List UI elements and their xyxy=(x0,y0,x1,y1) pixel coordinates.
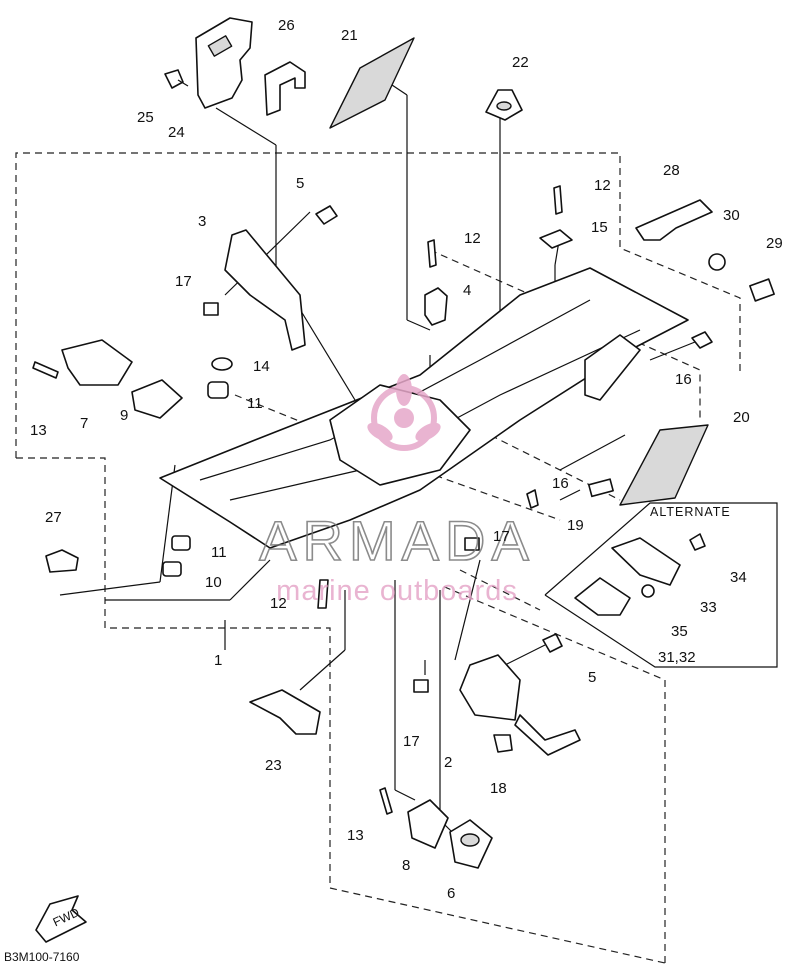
nut-17b xyxy=(464,537,480,551)
watermark-logo-icon xyxy=(367,374,441,451)
callout-34: 34 xyxy=(730,569,747,586)
callout-12b: 12 xyxy=(464,230,481,247)
callout-14: 14 xyxy=(253,358,270,375)
callout-27: 27 xyxy=(45,509,62,526)
screw-12c xyxy=(317,579,329,609)
clip-15 xyxy=(539,229,573,249)
watermark: ARMADA marine outboards xyxy=(258,374,535,607)
pad-21 xyxy=(329,37,415,129)
nut-17c xyxy=(413,679,429,693)
callouts: 26 21 22 25 24 5 3 12 12 28 15 30 29 17 … xyxy=(30,17,783,902)
gasket-9 xyxy=(131,379,183,419)
callout-17a: 17 xyxy=(175,273,192,290)
screw-12b xyxy=(427,239,437,268)
callout-16a: 16 xyxy=(675,371,692,388)
callout-28: 28 xyxy=(663,162,680,179)
callout-30: 30 xyxy=(723,207,740,224)
grommet-14 xyxy=(211,357,233,371)
pad-20 xyxy=(619,424,709,506)
callout-26: 26 xyxy=(278,17,295,34)
diagram-code: B3M100-7160 xyxy=(4,950,80,964)
callout-11b: 11 xyxy=(211,544,227,561)
callout-15: 15 xyxy=(591,219,608,236)
screw-12a xyxy=(553,185,563,215)
watermark-brand: ARMADA xyxy=(259,509,535,572)
callout-25: 25 xyxy=(137,109,154,126)
bracket-plate-24 xyxy=(195,17,253,109)
bolt-18 xyxy=(493,734,513,753)
callout-7: 7 xyxy=(80,415,88,432)
nut-17a xyxy=(203,302,219,316)
bracket-33 xyxy=(611,537,681,586)
callout-10: 10 xyxy=(205,574,222,591)
bushing-11b xyxy=(171,535,191,551)
bracket-3 xyxy=(224,229,306,351)
nut-30 xyxy=(708,253,726,271)
nut-29 xyxy=(749,278,775,302)
callout-9: 9 xyxy=(120,407,128,424)
boundary-lines xyxy=(15,152,741,964)
callout-17c: 17 xyxy=(403,733,420,750)
bracket-3132 xyxy=(574,577,631,616)
grommet-4 xyxy=(424,287,448,326)
callout-24: 24 xyxy=(168,124,185,141)
plate-28 xyxy=(635,199,713,241)
callout-5b: 5 xyxy=(588,669,596,686)
callout-29: 29 xyxy=(766,235,783,252)
grommet-27 xyxy=(45,549,79,573)
bolt-5b xyxy=(542,633,563,653)
screw-13a xyxy=(32,361,59,379)
callout-1: 1 xyxy=(214,652,222,669)
callout-11a: 11 xyxy=(247,395,263,412)
callout-3132: 31,32 xyxy=(658,649,696,666)
callout-20: 20 xyxy=(733,409,750,426)
fwd-arrow-icon xyxy=(35,895,87,943)
callout-4: 4 xyxy=(463,282,471,299)
callout-13a: 13 xyxy=(30,422,47,439)
clip-26 xyxy=(264,61,306,116)
callout-8: 8 xyxy=(402,857,410,874)
callout-23: 23 xyxy=(265,757,282,774)
bushing-10 xyxy=(162,561,182,577)
alternate-label: ALTERNATE xyxy=(650,505,731,519)
callout-21: 21 xyxy=(341,27,358,44)
bolt-5a xyxy=(315,205,338,225)
bolt-25 xyxy=(164,69,184,89)
gasket-8 xyxy=(407,799,449,849)
grip-23 xyxy=(249,689,321,735)
watermark-tagline: marine outboards xyxy=(276,575,518,607)
callout-22: 22 xyxy=(512,54,529,71)
callout-6: 6 xyxy=(447,885,455,902)
callout-17b: 17 xyxy=(493,528,510,545)
bolt-16b xyxy=(526,489,539,509)
callout-12c: 12 xyxy=(270,595,287,612)
callout-3: 3 xyxy=(198,213,206,230)
callout-33: 33 xyxy=(700,599,717,616)
label-19 xyxy=(587,478,614,498)
callout-35: 35 xyxy=(671,623,688,640)
boot-7 xyxy=(61,339,133,386)
parts xyxy=(32,17,775,943)
callout-12a: 12 xyxy=(594,177,611,194)
bolt-16a xyxy=(691,331,713,349)
bolt-34 xyxy=(689,533,706,551)
callout-2: 2 xyxy=(444,754,452,771)
callout-18: 18 xyxy=(490,780,507,797)
nut-35 xyxy=(641,584,655,598)
bushing-11a xyxy=(207,381,229,399)
callout-16b: 16 xyxy=(552,475,569,492)
callout-19: 19 xyxy=(567,517,584,534)
bracket-2 xyxy=(459,654,521,721)
screw-13b xyxy=(379,787,393,815)
callout-13b: 13 xyxy=(347,827,364,844)
callout-5a: 5 xyxy=(296,175,304,192)
alternate-box xyxy=(544,502,778,668)
